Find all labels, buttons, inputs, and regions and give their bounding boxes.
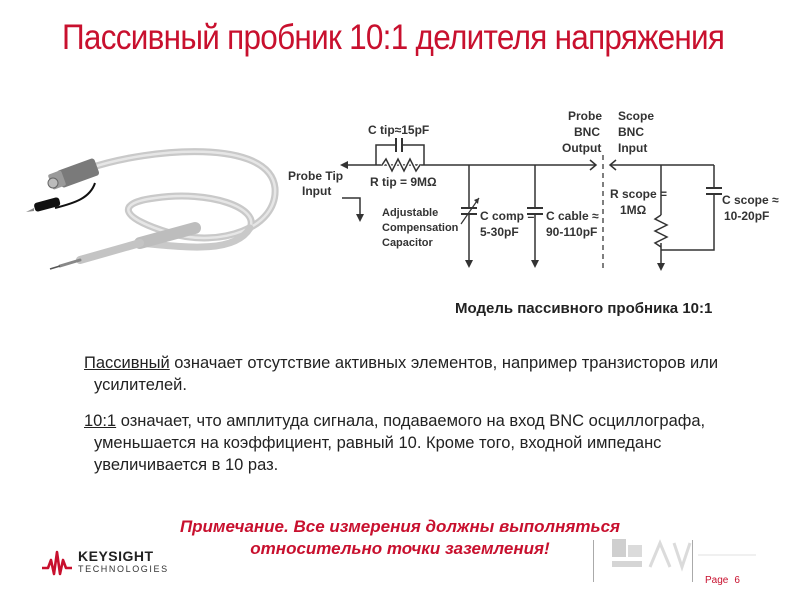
ground-clip (26, 197, 61, 212)
brand-name: KEYSIGHT (78, 548, 154, 564)
probe-body (49, 222, 201, 270)
term-passive: Пассивный (84, 354, 170, 372)
c-scope-label-1: C scope ≈ (722, 193, 779, 207)
scope-bnc-label-1: Scope (618, 109, 654, 123)
probe-photo (26, 148, 279, 270)
schematic-caption: Модель пассивного пробника 10:1 (455, 300, 713, 317)
footer-divider-right (692, 540, 693, 582)
probe-tip-input-label-1: Probe Tip (288, 169, 343, 183)
probe-tip-input-label-2: Input (302, 184, 331, 198)
probe-schematic: C tip≈15pF R tip = 9MΩ Probe Tip Input A… (288, 109, 779, 271)
paragraph-ratio-text: означает, что амплитуда сигнала, подавае… (94, 412, 706, 474)
term-ratio: 10:1 (84, 412, 117, 430)
bnc-connector (47, 158, 100, 190)
probe-bnc-label-1: Probe (568, 109, 602, 123)
scope-bnc-label-3: Input (618, 141, 647, 155)
c-cable-label-2: 90-110pF (546, 225, 597, 239)
watermark-logo (612, 539, 756, 572)
probe-bnc-label-3: Output (562, 141, 601, 155)
paragraph-passive: Пассивный означает отсутствие активных э… (84, 352, 734, 396)
scope-bnc-label-2: BNC (618, 125, 644, 139)
brand-subtitle: TECHNOLOGIES (78, 564, 169, 574)
page-indicator: Page 6 (705, 575, 746, 586)
r-scope-label-1: R scope = (610, 187, 667, 201)
ground-note: Примечание. Все измерения должны выполня… (179, 517, 621, 558)
slide-title: Пассивный пробник 10:1 делителя напряжен… (62, 18, 725, 57)
c-comp-label-2: 5-30pF (480, 225, 519, 239)
r-tip-label: R tip = 9MΩ (370, 175, 437, 189)
keysight-wave-icon (42, 550, 72, 576)
page-number: 6 (734, 575, 740, 586)
c-tip-label: C tip≈15pF (368, 123, 429, 137)
c-cable-label-1: C cable ≈ (546, 209, 599, 223)
adjustable-label-1: Adjustable (382, 207, 438, 219)
footer-divider-left (593, 540, 594, 582)
keysight-logo: KEYSIGHT TECHNOLOGIES (40, 548, 169, 578)
paragraph-ratio: 10:1 означает, что амплитуда сигнала, по… (84, 410, 734, 476)
adjustable-label-2: Compensation (382, 222, 459, 234)
paragraph-passive-text: означает отсутствие активных элементов, … (94, 354, 719, 394)
page-label: Page (705, 575, 729, 586)
c-comp-label-1: C comp = (480, 209, 534, 223)
c-scope-label-2: 10-20pF (724, 209, 769, 223)
r-scope-label-2: 1MΩ (620, 203, 647, 217)
probe-bnc-label-2: BNC (574, 125, 600, 139)
adjustable-label-3: Capacitor (382, 237, 433, 249)
